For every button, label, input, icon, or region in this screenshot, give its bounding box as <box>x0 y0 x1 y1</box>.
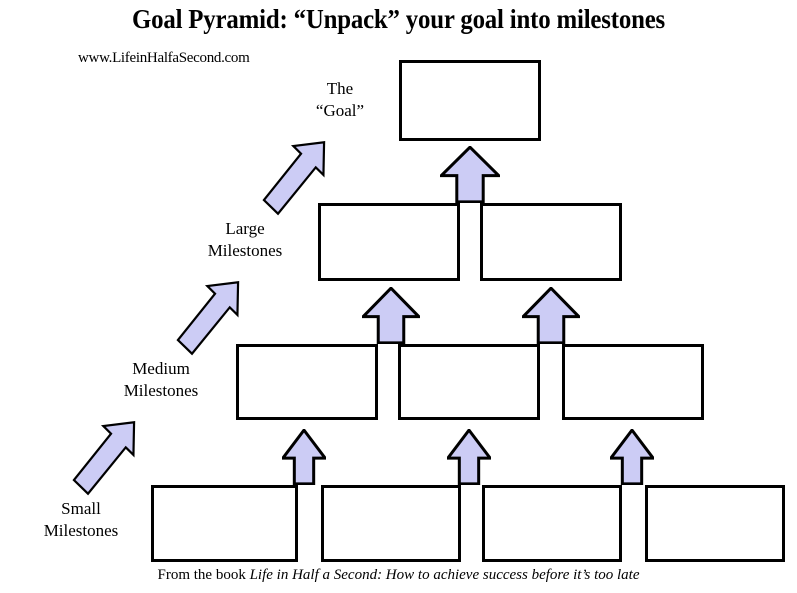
milestone-box-goal-1[interactable] <box>399 60 541 141</box>
row-label-medium-milestones: Medium Milestones <box>92 358 230 402</box>
row-label-goal-line2: “Goal” <box>315 101 365 120</box>
website-url: www.LifeinHalfaSecond.com <box>78 50 250 66</box>
up-arrow-small-to-medium-2 <box>447 429 491 485</box>
footer-attribution: From the book Life in Half a Second: How… <box>0 565 797 585</box>
row-label-small-line1: Small <box>61 499 101 518</box>
row-label-medium-line2: Milestones <box>123 381 199 400</box>
up-arrow-medium-to-goal <box>440 146 500 203</box>
diagonal-arrow-small-level-pointer <box>72 420 136 496</box>
row-label-goal: The “Goal” <box>286 78 394 122</box>
diagonal-arrow-medium-level-pointer <box>176 280 240 356</box>
row-label-medium-line1: Medium <box>132 359 190 378</box>
milestone-box-large-2[interactable] <box>480 203 622 281</box>
milestone-box-small-2[interactable] <box>321 485 461 562</box>
milestone-box-medium-3[interactable] <box>562 344 704 420</box>
row-label-large-milestones: Large Milestones <box>181 218 309 262</box>
row-label-large-line2: Milestones <box>207 241 283 260</box>
milestone-box-small-1[interactable] <box>151 485 298 562</box>
milestone-box-small-4[interactable] <box>645 485 785 562</box>
diagonal-arrow-large-level-pointer <box>262 140 326 216</box>
milestone-box-small-3[interactable] <box>482 485 622 562</box>
footer-book-title: Life in Half a Second: How to achieve su… <box>249 567 640 583</box>
footer-prefix: From the book <box>157 567 250 583</box>
page-title: Goal Pyramid: “Unpack” your goal into mi… <box>131 4 666 34</box>
row-label-small-line2: Milestones <box>43 521 119 540</box>
milestone-box-medium-1[interactable] <box>236 344 378 420</box>
row-label-goal-line1: The <box>326 79 354 98</box>
milestone-box-medium-2[interactable] <box>398 344 540 420</box>
up-arrow-large-to-goal-right <box>522 287 580 344</box>
up-arrow-small-to-medium-1 <box>282 429 326 485</box>
row-label-small-milestones: Small Milestones <box>12 498 150 542</box>
row-label-large-line1: Large <box>225 219 265 238</box>
up-arrow-large-to-goal-left <box>362 287 420 344</box>
up-arrow-small-to-medium-3 <box>610 429 654 485</box>
milestone-box-large-1[interactable] <box>318 203 460 281</box>
